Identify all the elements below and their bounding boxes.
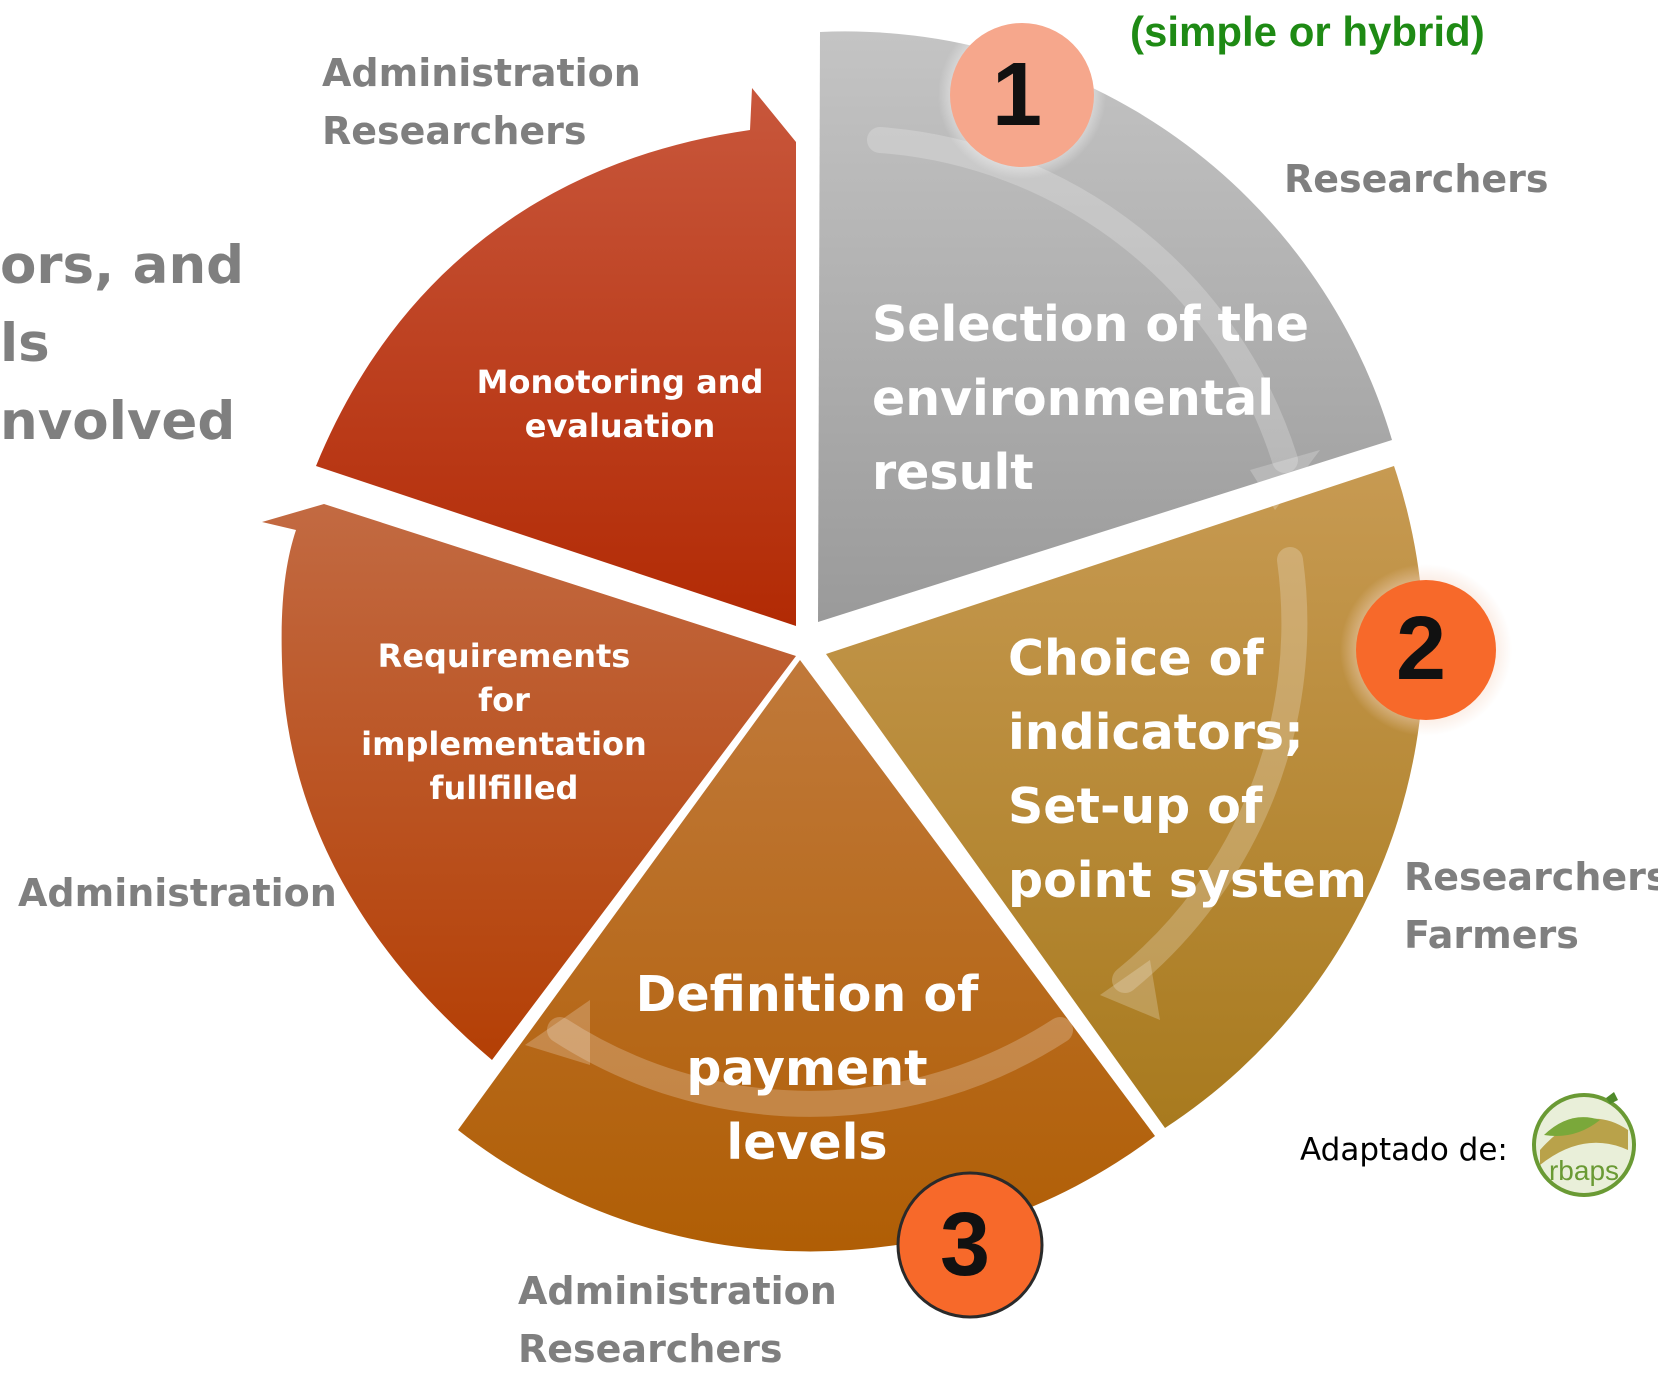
segment-3-payment <box>458 660 1155 1252</box>
side-text-line: nvolved <box>0 391 236 452</box>
cycle-arrowheads <box>525 450 1320 1065</box>
cycle-arrows <box>547 127 1308 1117</box>
actor-label: Farmers <box>1404 913 1579 957</box>
actor-label: Researchers <box>518 1327 783 1371</box>
segment-2-title-line: Choice of <box>1008 630 1264 687</box>
segment-2-title-line: indicators; <box>1008 704 1304 761</box>
segment-3-title: Definition of payment levels <box>604 958 1010 1180</box>
segment-1-title-line: environmental <box>872 370 1275 427</box>
segment-3-actors: Administration Researchers <box>518 1262 837 1378</box>
segment-1-actors: Researchers <box>1284 150 1549 208</box>
segment-5-monitoring <box>316 88 796 626</box>
badge-3-circle <box>896 1171 1044 1319</box>
segment-4-title-line: for <box>478 681 530 719</box>
segment-2-title-line: point system <box>1008 852 1367 909</box>
segment-2-title-line: Set-up of <box>1008 778 1263 835</box>
actor-label: Researchers <box>1284 157 1549 201</box>
actor-label: Researchers <box>322 109 587 153</box>
segment-4-requirements <box>262 504 796 1060</box>
segment-3-title-line: Definition of <box>635 966 979 1023</box>
segment-4-title-line: fullfilled <box>429 769 579 807</box>
logo-text: rbaps <box>1549 1155 1619 1186</box>
credit-text: Adaptado de: <box>1300 1132 1508 1168</box>
segment-2-actors: Researchers Farmers <box>1404 848 1658 964</box>
segment-5-actors: Administration Researchers <box>322 44 641 160</box>
segment-5-title-line: evaluation <box>524 407 716 445</box>
actor-label: Administration <box>18 871 337 915</box>
segment-4-title: Requirements for implementation fullfill… <box>354 634 654 810</box>
segment-1-selection <box>818 31 1392 622</box>
actor-label: Administration <box>322 51 641 95</box>
badge-2-circle <box>1356 580 1496 720</box>
segment-2-title: Choice of indicators; Set-up of point sy… <box>1008 622 1367 918</box>
segment-1-title-line: Selection of the <box>872 296 1310 353</box>
header-text: (simple or hybrid) <box>1130 8 1485 55</box>
side-text-line: ls <box>0 313 50 374</box>
badge-1-number: 1 <box>992 45 1043 145</box>
actor-label: Researchers <box>1404 855 1658 899</box>
segment-3-title-line: levels <box>726 1114 888 1171</box>
segment-1-title-line: result <box>872 444 1034 501</box>
segment-4-title-line: Requirements <box>377 637 631 675</box>
side-text-line: ors, and <box>0 235 245 296</box>
segment-4-title-line: implementation <box>361 725 647 763</box>
badge-1-circle <box>950 23 1094 167</box>
segment-2-indicators <box>826 466 1425 1128</box>
segment-4-actors: Administration <box>18 864 337 922</box>
actor-label: Administration <box>518 1269 837 1313</box>
side-text: ors, and ls nvolved <box>0 227 244 461</box>
segment-5-title-line: Monotoring and <box>476 363 764 401</box>
rbaps-logo: rbaps <box>1532 1092 1636 1197</box>
segment-5-title: Monotoring and evaluation <box>470 360 770 448</box>
badge-2-number: 2 <box>1396 599 1447 699</box>
segment-3-title-line: payment <box>686 1040 928 1097</box>
segment-1-title: Selection of the environmental result <box>872 288 1309 510</box>
badge-3-number: 3 <box>940 1195 991 1295</box>
